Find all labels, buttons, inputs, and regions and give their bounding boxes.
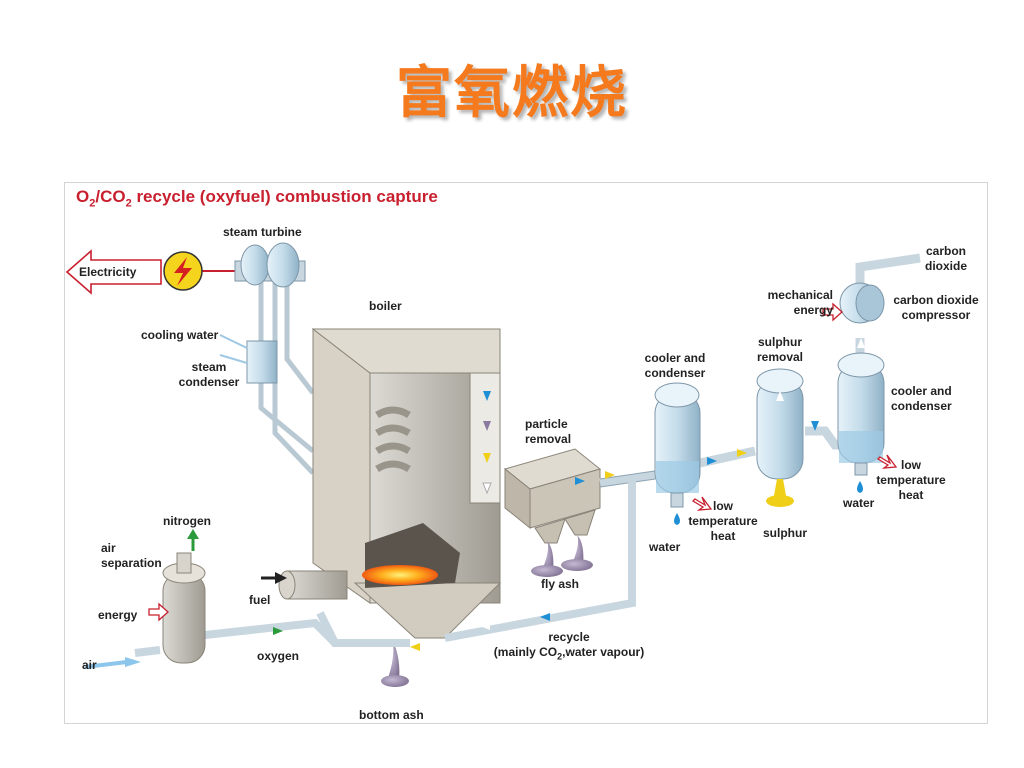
compressor-icon [839, 282, 885, 324]
steam-condenser-icon [219, 334, 278, 384]
process-diagram [65, 242, 921, 687]
bottom-ash-icon [381, 641, 409, 687]
water-1-label: water [649, 540, 681, 554]
energy-label: energy [98, 608, 138, 622]
heat-energy-arrows [148, 302, 898, 622]
burner-icon [261, 570, 348, 600]
oxygen-pipe [134, 618, 338, 657]
diagram-panel: O2/CO2 recycle (oxyfuel) combustion capt… [64, 182, 988, 724]
bottom-ash-label: bottom ash [359, 708, 424, 722]
cooler-condenser-2-icon [837, 352, 885, 493]
fuel-label: fuel [249, 593, 271, 607]
fly-ash-label: fly ash [541, 577, 580, 591]
oxygen-label: oxygen [257, 649, 300, 663]
electricity-label: Electricity [79, 265, 137, 279]
flow-arrows [84, 338, 865, 669]
steam-turbine-label: steam turbine [223, 225, 302, 239]
nitrogen-label: nitrogen [163, 514, 211, 528]
slide-title: 富氧燃烧 [396, 61, 628, 126]
cooling-water-label: cooling water [141, 328, 219, 342]
sulphur-removal-icon [756, 368, 804, 507]
generator-icon [163, 251, 203, 291]
steam-turbine-icon [234, 242, 306, 288]
air-separation-icon [162, 529, 206, 664]
fly-ash-icon [531, 535, 593, 577]
sulphur-label: sulphur [763, 526, 807, 540]
boiler-coils [375, 406, 411, 473]
electricity-arrow [65, 249, 162, 295]
air-input-label: air [82, 658, 97, 672]
cooler-condenser-1-icon [654, 382, 701, 525]
diagram-title: O2/CO2 recycle (oxyfuel) combustion capt… [76, 187, 438, 210]
recycle-label: recycle(mainly CO2,water vapour) [493, 630, 645, 662]
boiler-label: boiler [369, 299, 402, 313]
steam-lines [258, 271, 315, 475]
water-2-label: water [843, 496, 875, 510]
particle-removal-icon [503, 448, 602, 544]
